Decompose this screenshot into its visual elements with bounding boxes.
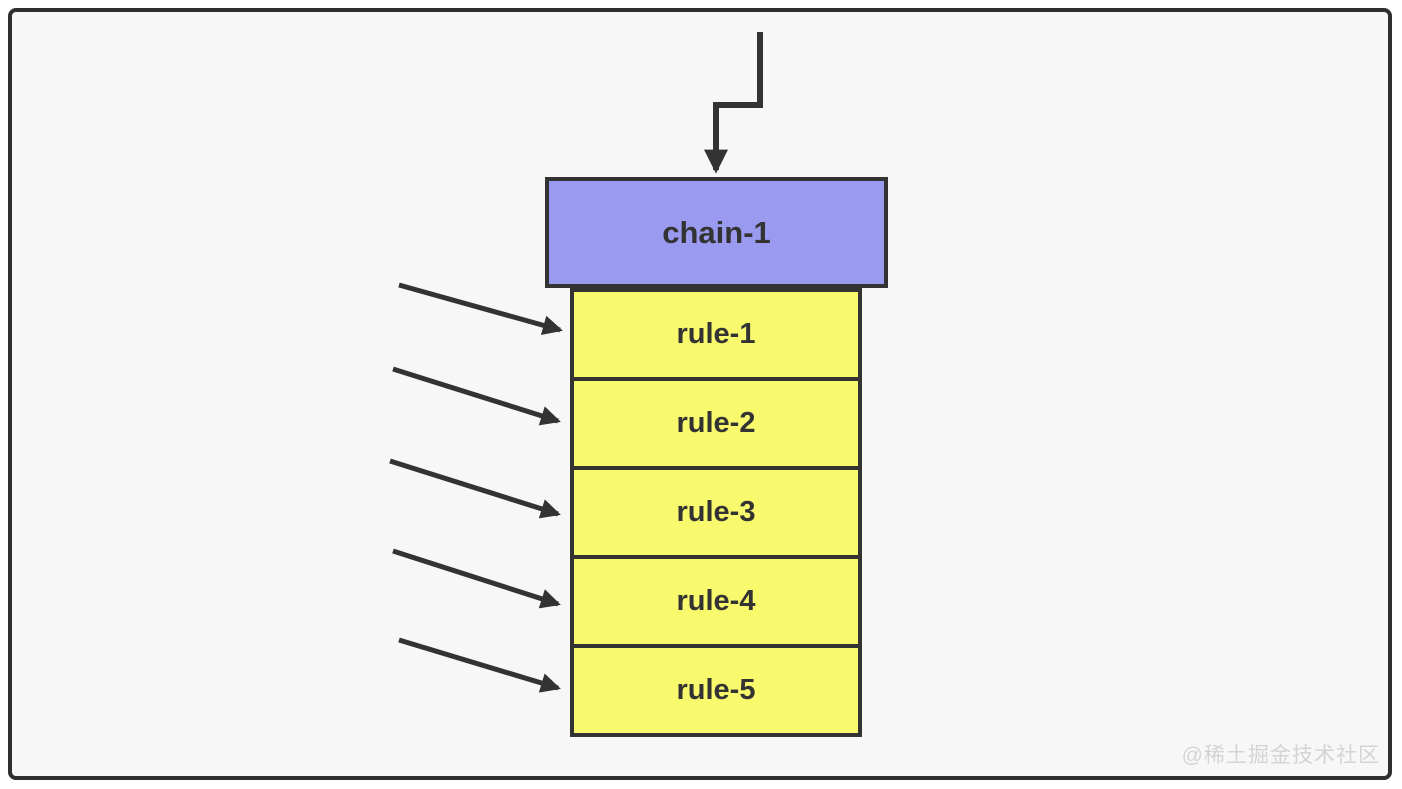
rule-row: rule-5 xyxy=(570,644,862,737)
rule-label: rule-3 xyxy=(676,496,756,528)
rule-row: rule-3 xyxy=(570,466,862,559)
rule-stack: rule-1 rule-2 rule-3 rule-4 rule-5 xyxy=(570,288,862,737)
rule-row: rule-1 xyxy=(570,288,862,381)
rule-label: rule-5 xyxy=(676,674,756,706)
rule-label: rule-2 xyxy=(676,407,756,439)
rule-row: rule-4 xyxy=(570,555,862,648)
rule-row: rule-2 xyxy=(570,377,862,470)
watermark: @稀土掘金技术社区 xyxy=(1181,744,1380,767)
chain-label: chain-1 xyxy=(662,214,771,250)
chain-box: chain-1 xyxy=(545,177,888,288)
rule-label: rule-1 xyxy=(676,318,756,350)
rule-label: rule-4 xyxy=(676,585,756,617)
